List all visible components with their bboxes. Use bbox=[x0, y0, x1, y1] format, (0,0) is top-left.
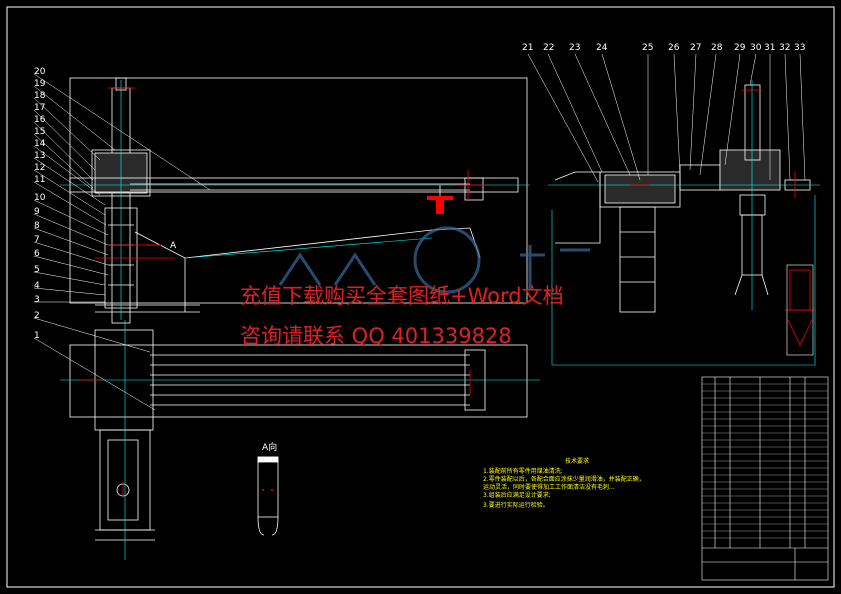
part-number-5: 5 bbox=[34, 265, 40, 275]
part-number-18: 18 bbox=[34, 91, 46, 101]
part-number-23: 23 bbox=[569, 43, 580, 53]
part-number-14: 14 bbox=[34, 139, 46, 149]
plan-view-cyan-lines bbox=[60, 320, 540, 560]
part-number-8: 8 bbox=[34, 221, 40, 231]
left-callout-leaders bbox=[33, 73, 211, 411]
part-number-2: 2 bbox=[34, 311, 40, 321]
a-view-detail bbox=[257, 456, 279, 536]
red-clamp-marker bbox=[427, 196, 453, 214]
main-view-cyan-lines bbox=[60, 80, 530, 320]
tech-requirement-line-2: 2.零件装配以后，各配合面应涂抹少量润滑油，并装配正确， bbox=[483, 475, 645, 483]
part-number-27: 27 bbox=[690, 43, 701, 53]
part-number-28: 28 bbox=[711, 43, 723, 53]
main-view-red-markers bbox=[95, 87, 485, 259]
drawing-frame bbox=[6, 6, 835, 588]
part-number-33: 33 bbox=[794, 43, 805, 53]
tech-requirements: 技术要求 1.装配前所有零件用煤油清洗; 2.零件装配以后，各配合面应涂抹少量润… bbox=[483, 457, 645, 509]
watermark-line-2: 咨询请联系 QQ 401339828 bbox=[240, 324, 512, 348]
part-number-16: 16 bbox=[34, 115, 46, 125]
gripper-detail-red bbox=[785, 269, 815, 346]
tech-requirement-line-4: 3.组装后应满足设计要求; bbox=[483, 491, 551, 499]
left-part-number-labels: 20 19 18 17 16 15 14 13 12 11 10 9 8 7 6… bbox=[34, 67, 46, 341]
plan-view bbox=[69, 329, 528, 541]
part-number-26: 26 bbox=[668, 43, 680, 53]
part-number-20: 20 bbox=[34, 67, 46, 77]
part-number-21: 21 bbox=[522, 43, 533, 53]
part-number-32: 32 bbox=[779, 43, 790, 53]
right-view-cyan-lines bbox=[548, 80, 820, 366]
a-view-red-dots bbox=[262, 489, 273, 491]
part-number-29: 29 bbox=[734, 43, 746, 53]
part-number-3: 3 bbox=[34, 295, 40, 305]
part-number-11: 11 bbox=[34, 175, 45, 185]
part-number-17: 17 bbox=[34, 103, 45, 113]
tech-requirement-line-5: 3.要进行实际运行检验。 bbox=[483, 501, 549, 509]
tech-requirement-line-3: 运动灵活，同时要使得加工工作面清洁没有毛刺... bbox=[483, 483, 615, 491]
right-part-number-labels: 21 22 23 24 25 26 27 28 29 30 31 32 33 bbox=[522, 43, 805, 53]
part-number-9: 9 bbox=[34, 207, 40, 217]
section-mark-label: A bbox=[170, 241, 177, 251]
part-number-15: 15 bbox=[34, 127, 45, 137]
gripper-detail-white bbox=[786, 264, 814, 356]
part-number-1: 1 bbox=[34, 331, 40, 341]
tech-requirement-line-1: 1.装配前所有零件用煤油清洗; bbox=[483, 467, 563, 475]
part-number-31: 31 bbox=[764, 43, 775, 53]
title-block-rows bbox=[702, 383, 828, 539]
part-number-7: 7 bbox=[34, 235, 40, 245]
a-view-label: A向 bbox=[262, 441, 277, 453]
tech-requirements-title: 技术要求 bbox=[565, 457, 589, 465]
part-number-24: 24 bbox=[596, 43, 608, 53]
part-number-25: 25 bbox=[642, 43, 653, 53]
watermark-line-1: 充值下载购买全套图纸+Word文档 bbox=[240, 284, 564, 308]
part-number-19: 19 bbox=[34, 79, 46, 89]
part-number-30: 30 bbox=[750, 43, 762, 53]
part-number-4: 4 bbox=[34, 281, 40, 291]
right-callout-leaders bbox=[527, 53, 806, 183]
part-number-13: 13 bbox=[34, 151, 45, 161]
part-number-22: 22 bbox=[543, 43, 554, 53]
part-number-12: 12 bbox=[34, 163, 45, 173]
plan-view-red-markers bbox=[80, 370, 471, 498]
right-view-red-markers bbox=[630, 89, 796, 198]
right-section-view bbox=[554, 84, 811, 313]
watermark-logo bbox=[278, 226, 590, 294]
part-number-10: 10 bbox=[34, 193, 46, 203]
title-block bbox=[701, 376, 829, 581]
part-number-6: 6 bbox=[34, 249, 40, 259]
